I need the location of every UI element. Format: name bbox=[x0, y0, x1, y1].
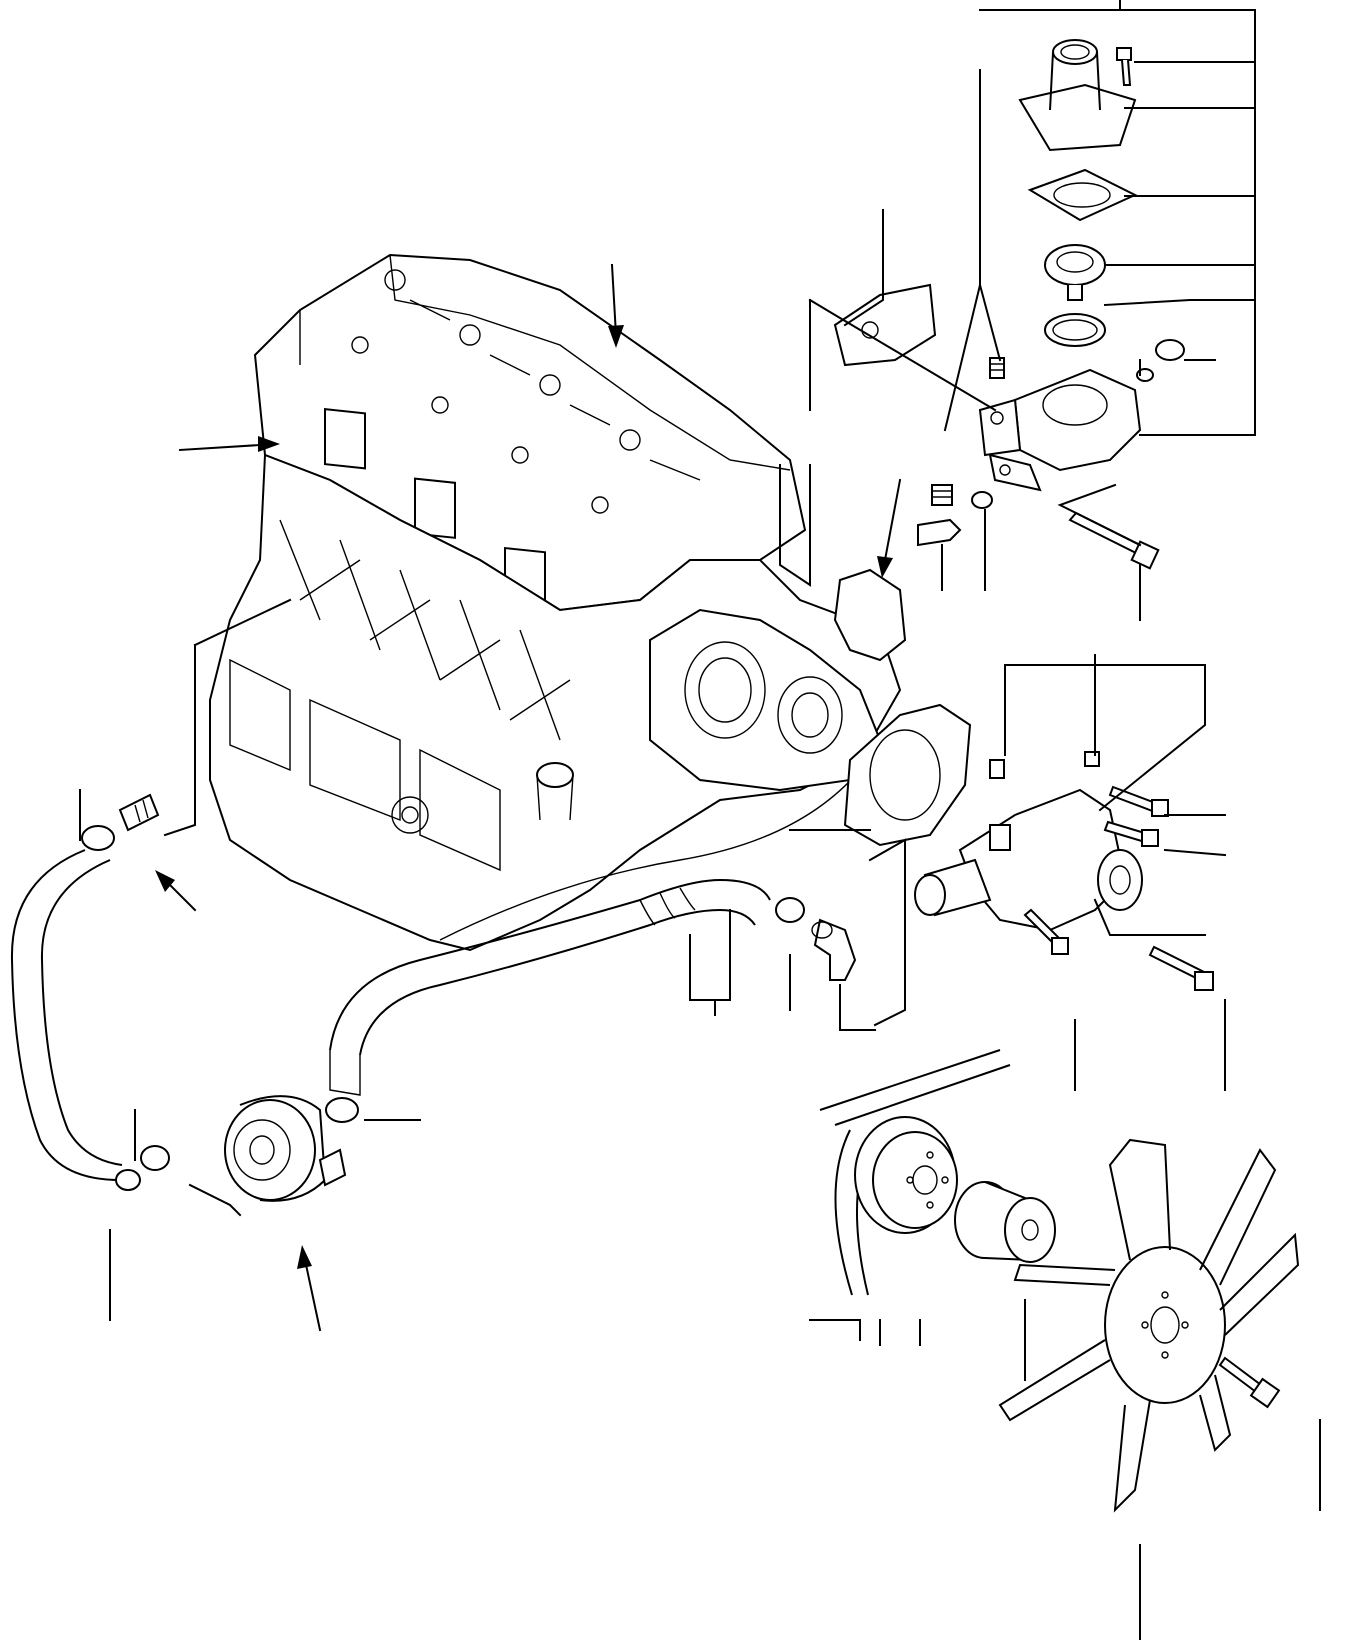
fan-bolt bbox=[1218, 1356, 1281, 1409]
cooling-fan bbox=[998, 1138, 1300, 1513]
hose-clamps bbox=[81, 825, 805, 1191]
fan-pulley bbox=[854, 1116, 958, 1234]
water-pump bbox=[914, 788, 1143, 932]
thermostat-bolt bbox=[1116, 47, 1132, 86]
cylinder-block bbox=[209, 453, 907, 952]
pump-plugs bbox=[989, 751, 1100, 779]
cylinder-head bbox=[253, 253, 807, 678]
bypass-union bbox=[989, 357, 1005, 379]
thermostat-seal-ring bbox=[1044, 313, 1106, 347]
leader-lines bbox=[79, 0, 1321, 1640]
thermostat-gasket bbox=[1027, 168, 1138, 222]
water-hose bbox=[10, 849, 771, 1181]
thermostat-cover bbox=[1018, 39, 1137, 152]
water-pump-gasket bbox=[843, 703, 972, 847]
housing-bolt bbox=[1068, 511, 1160, 570]
oil-cooler bbox=[224, 1095, 347, 1202]
thermostat bbox=[1044, 244, 1106, 301]
hose-fitting bbox=[118, 793, 160, 832]
temperature-sensor bbox=[917, 484, 962, 547]
fan-spacer bbox=[954, 1181, 1056, 1263]
pointer-arrows bbox=[155, 263, 902, 1332]
elbow-fitting bbox=[811, 918, 857, 981]
block-outline-cut bbox=[439, 769, 861, 941]
housing-plug bbox=[1136, 339, 1185, 382]
thermostat-housing bbox=[978, 368, 1142, 492]
sensor-washer bbox=[971, 491, 993, 509]
